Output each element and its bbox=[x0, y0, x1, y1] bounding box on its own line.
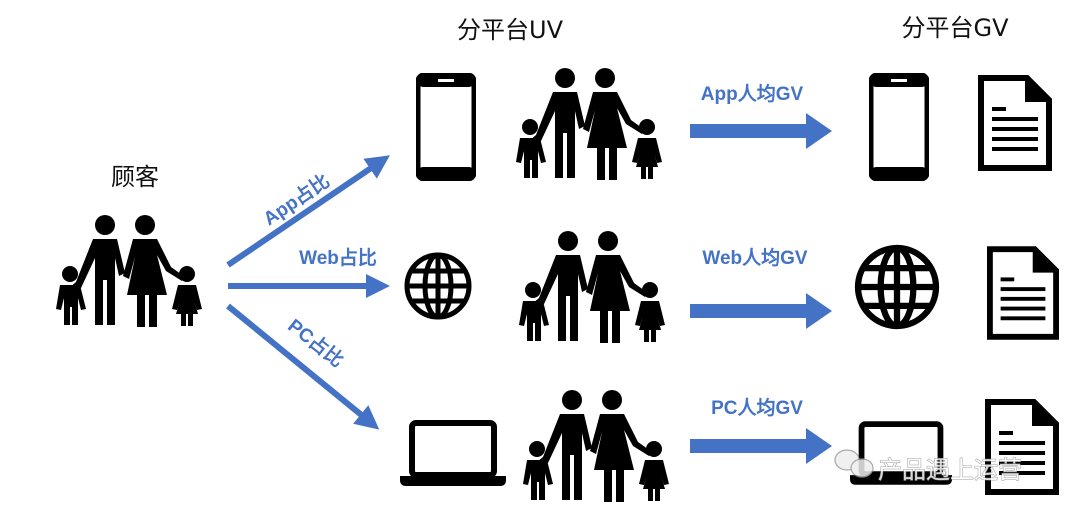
app-users-family-icon bbox=[516, 68, 662, 180]
wechat-icon bbox=[834, 449, 874, 478]
app-gv-document-icon bbox=[981, 78, 1049, 168]
split-arrows bbox=[226, 155, 390, 430]
pc-users-family-icon bbox=[523, 390, 669, 502]
pc-laptop-icon bbox=[400, 423, 506, 486]
web-users-family-icon bbox=[519, 231, 665, 343]
web-gv-label: Web人均GV bbox=[702, 246, 808, 269]
watermark: 产品遇上运营 bbox=[834, 449, 1023, 485]
web-gv-globe-icon bbox=[858, 248, 936, 326]
gv-arrows bbox=[690, 124, 808, 453]
customer-family-icon bbox=[56, 215, 202, 327]
gv-title: 分平台GV bbox=[901, 14, 1009, 42]
pc-share-arrow bbox=[226, 303, 380, 430]
web-globe-icon bbox=[407, 255, 469, 317]
app-gv-phone-icon bbox=[871, 75, 927, 179]
app-share-arrow bbox=[226, 155, 390, 268]
customer-title: 顾客 bbox=[111, 163, 159, 191]
web-share-label: Web占比 bbox=[299, 246, 377, 269]
pc-gv-label: PC人均GV bbox=[711, 396, 803, 419]
watermark-text: 产品遇上运营 bbox=[878, 456, 1022, 484]
uv-title: 分平台UV bbox=[457, 16, 564, 44]
app-phone-icon bbox=[418, 75, 474, 179]
web-gv-document-icon bbox=[990, 249, 1056, 337]
app-gv-label: App人均GV bbox=[701, 82, 804, 105]
